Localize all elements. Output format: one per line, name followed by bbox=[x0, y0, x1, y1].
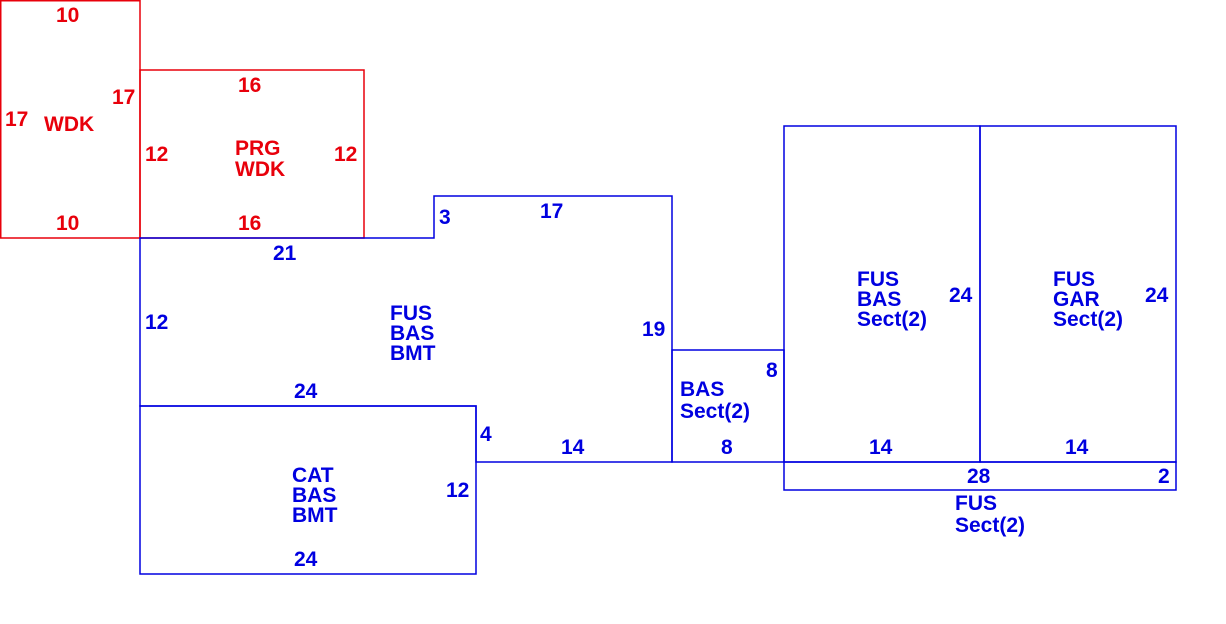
area-name-wdk: WDK bbox=[44, 113, 94, 136]
dim-fus-bmt-bottom-left: 24 bbox=[294, 380, 318, 403]
area-name-fus-bas-sect2-line2: BAS bbox=[857, 288, 901, 311]
area-name-fus-gar-sect2-line2: GAR bbox=[1053, 288, 1100, 311]
area-name-bas-sect2-line1: BAS bbox=[680, 378, 724, 401]
area-name-fus-sect2-line1: FUS bbox=[955, 492, 997, 515]
dim-wdk-top: 10 bbox=[56, 4, 79, 27]
dim-fus-bmt-bottom-right: 14 bbox=[561, 436, 585, 459]
area-name-cat-line2: BAS bbox=[292, 484, 336, 507]
dim-wdk-right: 17 bbox=[112, 86, 135, 109]
dim-prg-bottom: 16 bbox=[238, 212, 261, 235]
area-name-cat-line1: CAT bbox=[292, 464, 334, 487]
dim-fus-gar-sect2-bottom: 14 bbox=[1065, 436, 1089, 459]
dim-fus-sect2-length: 28 bbox=[967, 465, 991, 488]
dim-fus-bmt-inner-step: 4 bbox=[480, 423, 492, 446]
area-name-fus-bas-sect2-line3: Sect(2) bbox=[857, 308, 927, 331]
dim-fus-bmt-step: 3 bbox=[439, 206, 451, 229]
area-outline-fus-sect2[interactable] bbox=[783, 461, 1177, 491]
dim-prg-top: 16 bbox=[238, 74, 261, 97]
area-outline-cat-bas-bmt[interactable] bbox=[139, 405, 477, 575]
dim-fus-bmt-left: 12 bbox=[145, 311, 168, 334]
area-name-prg-line1: PRG bbox=[235, 137, 281, 160]
dim-fus-bmt-top-left: 21 bbox=[273, 242, 297, 265]
dim-bas-sect2-right: 8 bbox=[766, 359, 778, 382]
area-name-fus-bas-sect2-line1: FUS bbox=[857, 268, 899, 291]
area-name-fus-sect2-line2: Sect(2) bbox=[955, 514, 1025, 537]
dim-fus-bmt-right: 19 bbox=[642, 318, 665, 341]
dim-fus-gar-sect2-right: 24 bbox=[1145, 284, 1169, 307]
dim-fus-bas-sect2-right: 24 bbox=[949, 284, 973, 307]
dim-prg-right: 12 bbox=[334, 143, 357, 166]
area-name-prg-line2: WDK bbox=[235, 158, 285, 181]
area-name-fus-gar-sect2-line3: Sect(2) bbox=[1053, 308, 1123, 331]
area-name-fus-bmt-line2: BAS bbox=[390, 322, 434, 345]
dim-fus-sect2-right: 2 bbox=[1158, 465, 1170, 488]
dim-prg-left: 12 bbox=[145, 143, 168, 166]
dim-fus-bas-sect2-bottom: 14 bbox=[869, 436, 893, 459]
dim-bas-sect2-bottom: 8 bbox=[721, 436, 733, 459]
area-name-fus-bmt-line3: BMT bbox=[390, 342, 436, 365]
area-name-bas-sect2-line2: Sect(2) bbox=[680, 400, 750, 423]
dim-wdk-bottom: 10 bbox=[56, 212, 79, 235]
dim-cat-right: 12 bbox=[446, 479, 469, 502]
dim-fus-bmt-top-right: 17 bbox=[540, 200, 563, 223]
dim-cat-bottom: 24 bbox=[294, 548, 318, 571]
area-name-fus-bmt-line1: FUS bbox=[390, 302, 432, 325]
area-name-cat-line3: BMT bbox=[292, 504, 338, 527]
area-name-fus-gar-sect2-line1: FUS bbox=[1053, 268, 1095, 291]
dim-wdk-left: 17 bbox=[5, 108, 28, 131]
